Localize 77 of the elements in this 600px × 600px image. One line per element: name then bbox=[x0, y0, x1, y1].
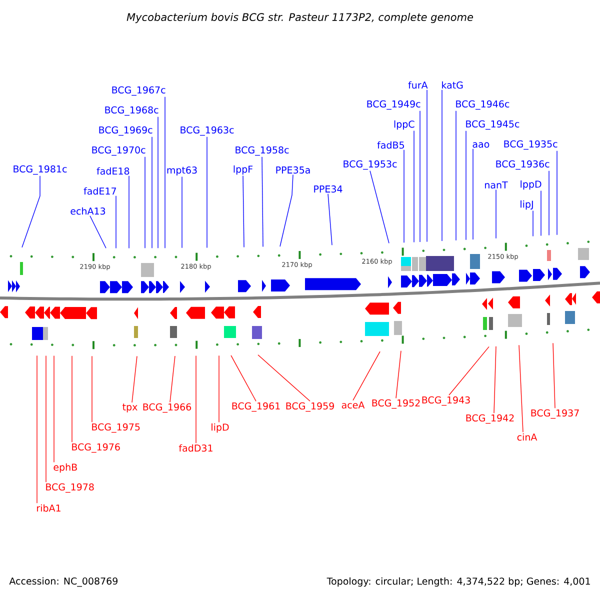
footer-text: Topology: circular; Length: 4,374,522 bp; Genes: 4,001 bbox=[326, 577, 590, 587]
gene-label: BCG_1978 bbox=[46, 483, 94, 493]
gene-label: nanT bbox=[485, 181, 508, 189]
gene-label: lppD bbox=[520, 180, 542, 190]
gene-label: BCG_1975 bbox=[92, 423, 140, 433]
leader-line bbox=[262, 156, 264, 248]
gene-label: BCG_1959 bbox=[286, 402, 334, 412]
gene-label: fadE18 bbox=[96, 167, 130, 175]
leader-line bbox=[518, 344, 524, 432]
leader-line bbox=[426, 90, 428, 242]
gene-label: fadD31 bbox=[178, 444, 212, 452]
leader-line bbox=[132, 356, 138, 403]
gene-label: lppC bbox=[394, 120, 414, 130]
gene-label: aceA bbox=[342, 401, 365, 409]
gene-label: mpt63 bbox=[167, 166, 197, 176]
leader-line bbox=[218, 355, 220, 423]
gene-label: BCG_1949c bbox=[367, 100, 420, 110]
gene-label: BCG_1968c bbox=[105, 106, 158, 116]
leader-line bbox=[370, 170, 390, 244]
leader-line bbox=[22, 176, 40, 248]
title: Mycobacterium bovis BCG str. Pasteur 1173P2, complete genome bbox=[126, 12, 474, 24]
leader-line bbox=[170, 356, 176, 403]
leader-line bbox=[494, 346, 496, 414]
gene-label: tpx bbox=[122, 404, 138, 412]
leader-line bbox=[540, 190, 542, 236]
gene-label: BCG_1970c bbox=[92, 146, 146, 156]
gene-label: fadB5 bbox=[377, 141, 404, 149]
gene-label: BCG_1952 bbox=[372, 399, 420, 409]
gene-label: BCG_1946c bbox=[456, 100, 510, 110]
leader-line bbox=[532, 210, 534, 237]
gene-label: ephB bbox=[54, 463, 77, 473]
leader-line bbox=[128, 176, 130, 249]
leader-line bbox=[280, 174, 294, 247]
leader-line bbox=[352, 351, 380, 401]
leader-line bbox=[230, 355, 256, 402]
leader-line bbox=[396, 350, 402, 399]
leader-line bbox=[552, 342, 556, 409]
gene-label: ribA1 bbox=[37, 504, 60, 512]
gene-label: BCG_1953c bbox=[344, 160, 397, 170]
leader-line bbox=[556, 150, 558, 236]
gene-label: BCG_1937 bbox=[531, 409, 579, 419]
footer-text: Accession: NC_008769 bbox=[9, 577, 118, 587]
gene-label: echA13 bbox=[70, 207, 106, 215]
leader-line bbox=[242, 175, 244, 248]
leader-line bbox=[472, 148, 474, 240]
gene-label: BCG_1976 bbox=[72, 443, 120, 453]
gene-label: BCG_1967c bbox=[112, 86, 166, 96]
gene-label: BCG_1942 bbox=[466, 414, 514, 424]
gene-label: lipD bbox=[212, 423, 229, 433]
gene-label: BCG_1936c bbox=[496, 160, 550, 170]
gene-label: katG bbox=[442, 81, 463, 89]
gene-label: aao bbox=[472, 142, 490, 148]
gene-label: lipJ bbox=[520, 200, 533, 210]
gene-label: BCG_1981c bbox=[14, 165, 67, 175]
gene-label: furA bbox=[408, 81, 428, 89]
gene-label: PPE35a bbox=[276, 166, 310, 174]
leader-line bbox=[328, 193, 332, 246]
gene-label: cinA bbox=[517, 433, 538, 441]
gene-label: BCG_1945c bbox=[466, 120, 520, 130]
gene-label: BCG_1966 bbox=[143, 403, 192, 413]
leader-line bbox=[206, 136, 208, 248]
gene-label: BCG_1935c bbox=[504, 140, 558, 150]
gene-label: fadE17 bbox=[84, 187, 116, 195]
leader-line bbox=[36, 355, 38, 504]
leader-line bbox=[258, 354, 310, 402]
gene-label: PPE34 bbox=[314, 185, 342, 193]
gene-label: BCG_1963c bbox=[180, 126, 234, 136]
gene-label: BCG_1961 bbox=[232, 402, 280, 412]
leader-line bbox=[144, 156, 146, 248]
leader-line bbox=[90, 216, 106, 248]
leader-line bbox=[448, 346, 490, 396]
leader-line bbox=[548, 170, 550, 236]
gene-label: BCG_1969c bbox=[99, 126, 152, 136]
gene-label: lppF bbox=[234, 165, 253, 175]
gene-label: BCG_1943 bbox=[422, 396, 470, 406]
gene-label: BCG_1958c bbox=[236, 146, 289, 156]
leader-line bbox=[164, 96, 166, 248]
